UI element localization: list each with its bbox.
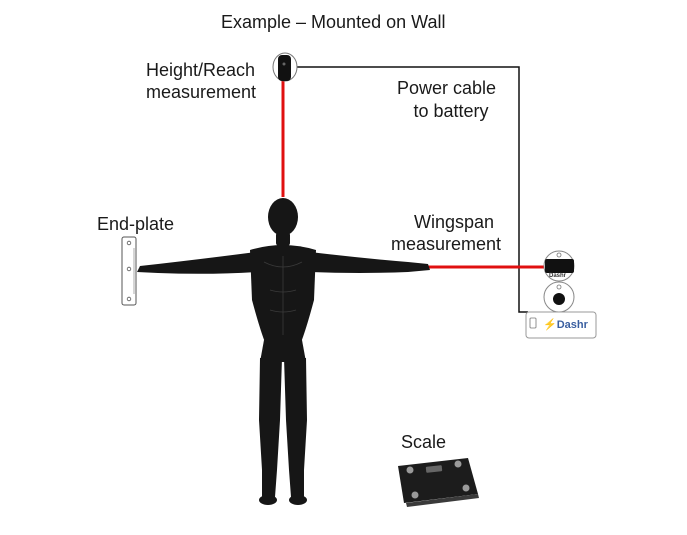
base-logo-label: Dashr: [556, 319, 588, 331]
label-power-line1: Power cable: [397, 78, 497, 98]
bolt-icon: ⚡: [543, 319, 557, 331]
diagram-title: Example – Mounted on Wall: [221, 12, 446, 32]
label-scale: Scale: [401, 432, 447, 452]
label-wingspan-line1: Wingspan: [413, 212, 495, 232]
label-power-line2: to battery: [413, 101, 489, 121]
bathroom-scale-icon: [398, 458, 479, 507]
base-unit-icon: [525, 311, 597, 339]
label-height-reach-line2: measurement: [146, 82, 257, 102]
figure-highlights: [263, 256, 303, 335]
wingspan-sensor-icon: [543, 250, 575, 282]
height-sensor-icon: [272, 52, 298, 82]
power-cable: [292, 66, 528, 313]
label-end-plate: End-plate: [97, 214, 175, 234]
human-figure-icon: [137, 198, 430, 505]
label-height-reach-line1: Height/Reach: [146, 60, 256, 80]
sensor-logo-text: Dashr: [549, 273, 567, 279]
label-wingspan-line2: measurement: [391, 234, 502, 254]
end-plate-icon: [121, 236, 137, 306]
stacked-sensor-icon: [543, 281, 575, 313]
base-logo-text: ⚡Dashr: [543, 318, 588, 331]
